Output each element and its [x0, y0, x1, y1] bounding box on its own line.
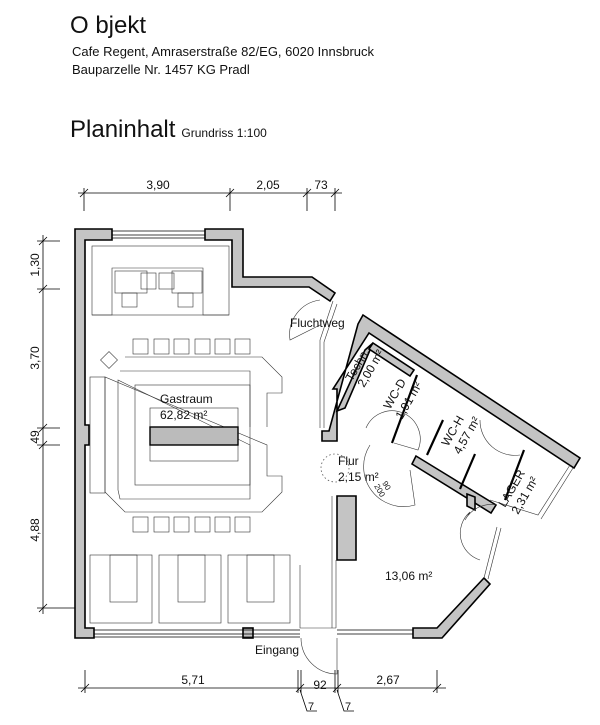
entrance-door[interactable]	[300, 637, 338, 675]
walls	[74, 228, 582, 639]
lager-door[interactable]	[459, 504, 498, 561]
turning-circle	[320, 453, 350, 483]
plan-title: Planinhalt Grundriss 1:100	[70, 116, 267, 144]
gastraum-name: Gastraum	[160, 392, 213, 406]
vorraum-area: 13,06 m²	[385, 569, 432, 583]
dim-bottom-3: 2,67	[376, 673, 400, 687]
dim-top-1: 3,90	[146, 178, 170, 192]
dim-note-2: 7	[345, 701, 351, 713]
flur-area: 2,15 m²	[338, 470, 379, 484]
room-labels: Gastraum 62,82 m² Fluchtweg Techn. 2,00 …	[160, 316, 541, 657]
plan-title-text: Planinhalt	[70, 116, 176, 143]
dim-left-2: 3,70	[28, 346, 42, 370]
doors[interactable]	[289, 299, 521, 675]
dim-bottom-2: 92	[313, 678, 327, 692]
furniture	[89, 245, 291, 624]
left-dimension: 1,30 3,70 49 4,88	[28, 235, 80, 614]
wc-partitions	[390, 374, 526, 501]
chairs-top	[132, 338, 251, 355]
top-dimension: 3,90 2,05 73	[78, 178, 342, 211]
flur-door[interactable]	[363, 444, 416, 507]
fluchtweg-label: Fluchtweg	[290, 316, 345, 330]
eingang-label: Eingang	[255, 643, 299, 657]
wc-h-door[interactable]	[479, 419, 521, 456]
wc-d-door[interactable]	[365, 410, 421, 451]
gastraum-area: 62,82 m²	[160, 408, 207, 422]
flur-name: Flur	[338, 454, 359, 468]
dim-top-3: 73	[314, 178, 328, 192]
header-title: O bjekt	[70, 12, 147, 39]
dim-left-4: 4,88	[28, 518, 42, 542]
fluchtweg-door[interactable]	[289, 299, 321, 341]
dim-bottom-1: 5,71	[181, 673, 205, 687]
dim-note-1: 7	[308, 701, 314, 713]
bottom-dimension: 5,71 92 2,67 7 7	[78, 670, 446, 713]
address: Cafe Regent, Amraserstraße 82/EG, 6020 I…	[72, 44, 375, 59]
plan-subtitle: Grundriss 1:100	[181, 126, 267, 140]
dim-top-2: 2,05	[256, 178, 280, 192]
dim-left-3: 49	[28, 430, 42, 444]
chairs-bottom	[132, 516, 251, 533]
dim-left-1: 1,30	[28, 253, 42, 277]
benches	[89, 554, 291, 624]
parcel: Bauparzelle Nr. 1457 KG Pradl	[72, 62, 250, 77]
